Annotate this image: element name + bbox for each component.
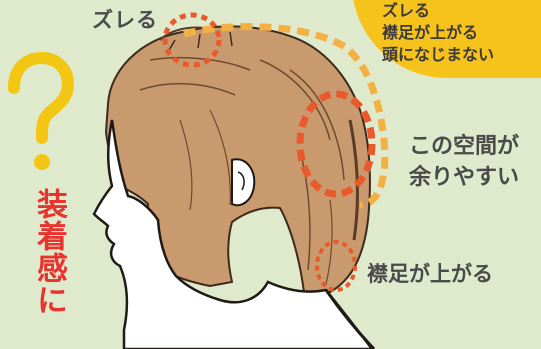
label-slip: ズレる	[92, 4, 158, 34]
callout-line: ズレる	[382, 0, 494, 22]
label-space-line1: この空間が	[409, 131, 519, 162]
callout-line: 頭になじまない	[382, 44, 494, 66]
label-collar: 襟足が上がる	[367, 258, 493, 288]
callout-list: ズレる 襟足が上がる 頭になじまない	[382, 0, 494, 66]
callout-line: 襟足が上がる	[382, 22, 494, 44]
question-mark-icon	[14, 58, 68, 170]
vertical-heading: 装着感に	[33, 188, 64, 316]
label-space: この空間が 余りやすい	[409, 131, 519, 193]
label-space-line2: 余りやすい	[409, 162, 519, 193]
